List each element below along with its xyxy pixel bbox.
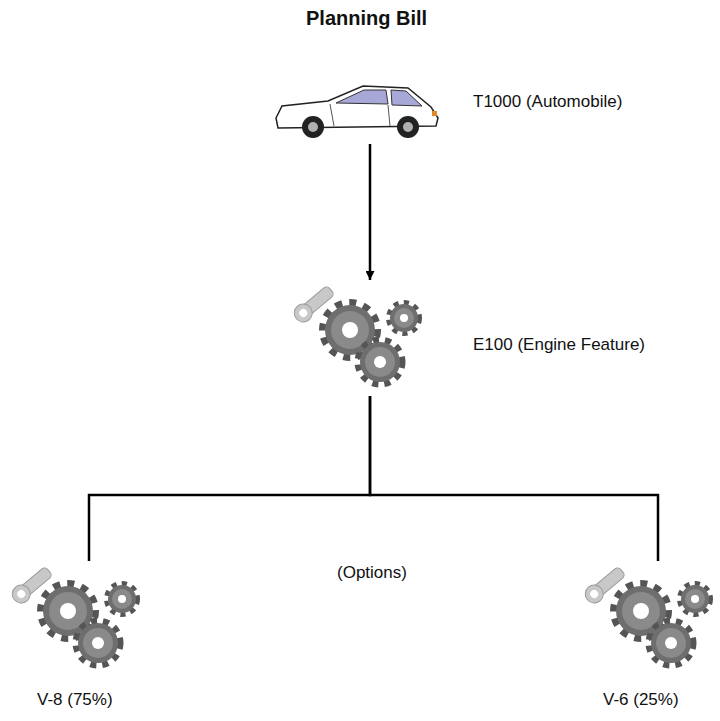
gears-icon [10,563,160,673]
node-label: V-6 (25%) [603,690,679,710]
option-node: V-6 (25%) [583,563,715,713]
diagram-title: Planning Bill [306,6,427,30]
node-label: E100 (Engine Feature) [473,335,645,355]
connector [370,396,658,561]
note-label: (Options) [334,563,410,583]
connector [89,396,370,561]
gears-icon [292,282,442,392]
car-illustration [268,78,443,140]
node-label: V-8 (75%) [37,690,113,710]
node-label: T1000 (Automobile) [473,92,622,112]
gears-icon [583,563,715,673]
feature-node: E100 (Engine Feature) [292,282,712,396]
automobile-node: T1000 (Automobile) [268,78,648,144]
connector [369,144,372,280]
option-node: V-8 (75%) [10,563,170,713]
